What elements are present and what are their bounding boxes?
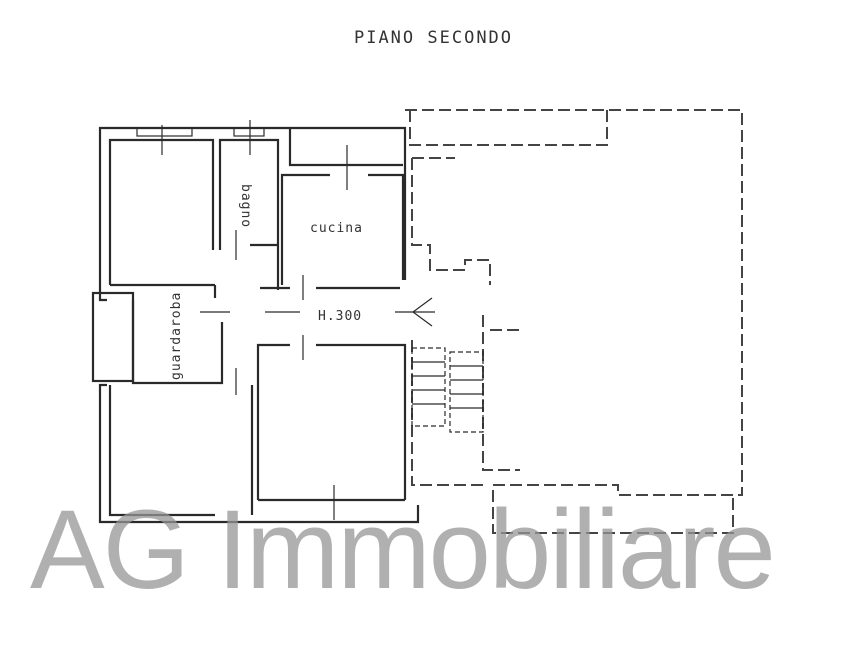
ceiling-height-label: H.300 [318, 309, 362, 324]
external-dashed-outline [405, 109, 743, 534]
room-label-bagno: bagno [238, 184, 253, 228]
entrance-arrow-icon [395, 297, 435, 327]
room-label-guardaroba: guardaroba [169, 292, 184, 380]
balcony [91, 291, 135, 383]
outer-walls [91, 126, 420, 524]
interior-walls [108, 120, 407, 520]
staircase [411, 347, 484, 433]
room-label-cucina: cucina [310, 221, 363, 236]
plan-title: PIANO SECONDO [353, 28, 514, 48]
watermark: AG Immobiliare [30, 487, 776, 612]
